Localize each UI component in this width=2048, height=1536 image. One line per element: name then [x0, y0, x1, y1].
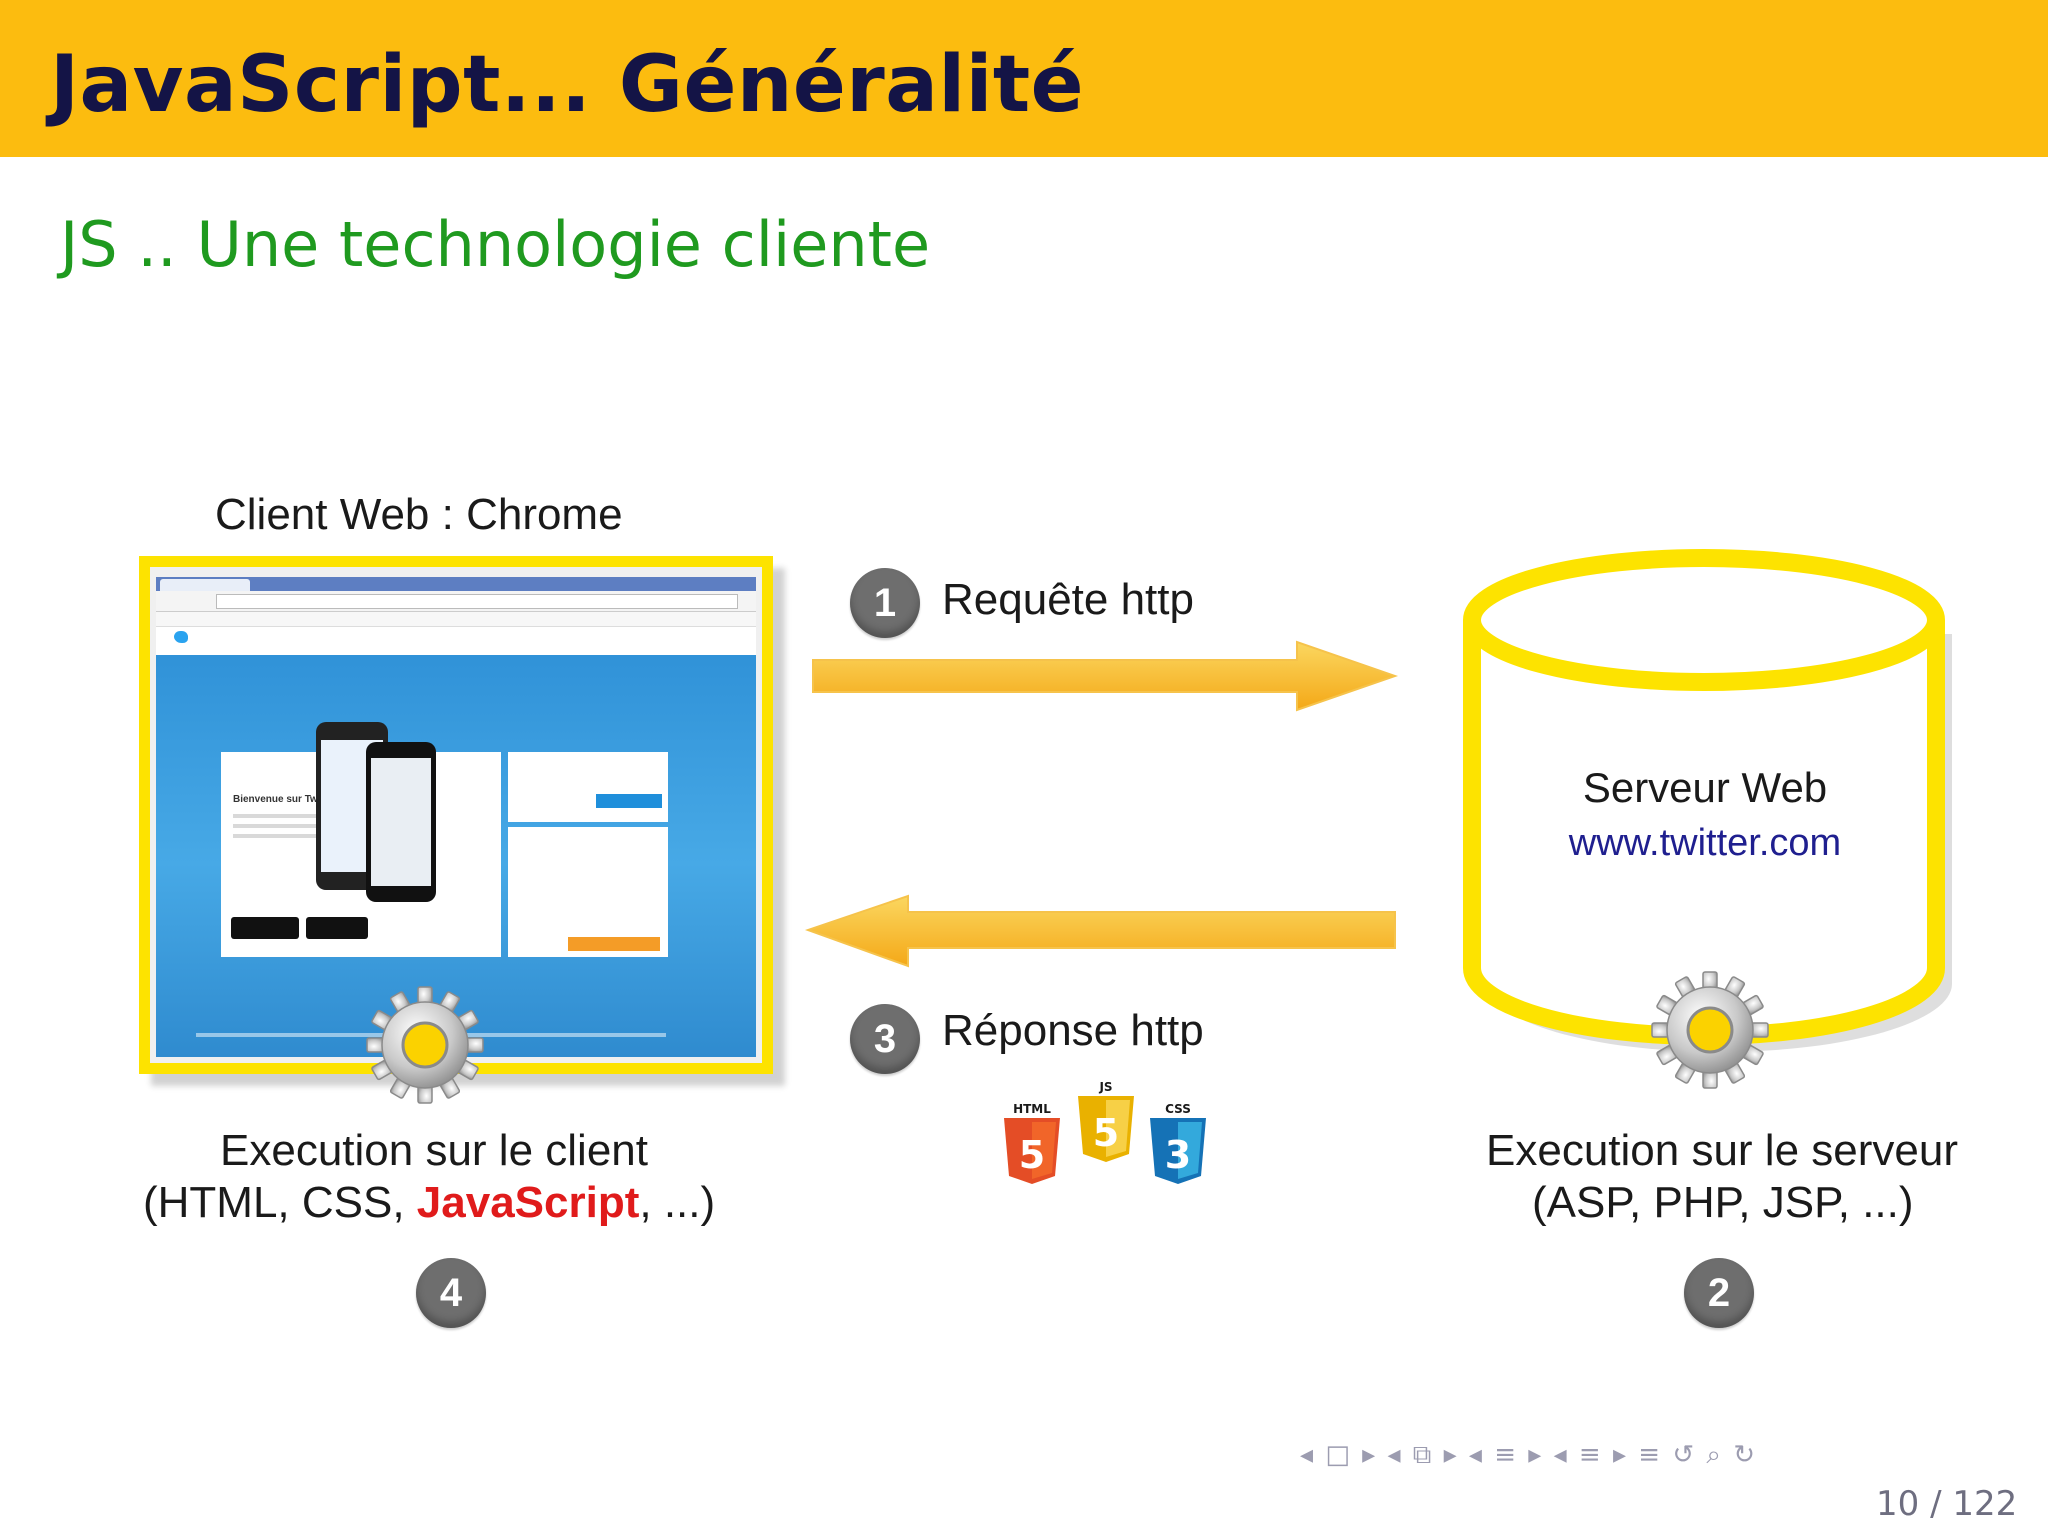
- text-line: [233, 814, 333, 818]
- client-execution-text: Execution sur le client: [220, 1126, 648, 1175]
- browser-tab-bar: [156, 577, 756, 591]
- twitter-welcome-text: Bienvenue sur Twitter.: [233, 794, 339, 805]
- step-1-badge: 1: [850, 568, 920, 638]
- twitter-page: Bienvenue sur Twitter.: [156, 627, 756, 1057]
- beamer-navigation-icons[interactable]: ◂ □ ▸ ◂ ⧉ ▸ ◂ ≡ ▸ ◂ ≡ ▸ ≡ ↺ ⌕ ↻: [1300, 1440, 1757, 1470]
- js-icon-label: JS: [1098, 1080, 1112, 1094]
- app-store-badge: [231, 917, 299, 939]
- server-title: Serveur Web: [1582, 764, 1828, 811]
- server-execution-text: Execution sur le serveur: [1486, 1126, 1958, 1175]
- client-tech-prefix: (HTML, CSS,: [143, 1178, 417, 1227]
- twitter-bird-icon: [174, 631, 188, 643]
- css3-icon-label: CSS: [1165, 1102, 1191, 1116]
- response-arrow: [804, 894, 1396, 968]
- phone-image: [366, 742, 436, 902]
- html5-icon-label: HTML: [1013, 1102, 1051, 1116]
- html5-icon-number: 5: [1019, 1133, 1045, 1177]
- browser-address-bar: [156, 591, 756, 612]
- twitter-login-button: [596, 794, 662, 808]
- google-play-badge: [306, 917, 368, 939]
- server-technologies-text: (ASP, PHP, JSP, ...): [1532, 1178, 1914, 1227]
- twitter-signup-button: [568, 937, 660, 951]
- browser-tab: [160, 579, 250, 591]
- client-label: Client Web : Chrome: [215, 490, 623, 539]
- tech-icons: HTML 5 JS 5 CSS 3: [1004, 1080, 1206, 1184]
- css3-icon: CSS 3: [1150, 1102, 1206, 1184]
- twitter-topbar: [156, 627, 756, 655]
- browser-screenshot: Bienvenue sur Twitter.: [139, 556, 773, 1074]
- client-technologies-text: (HTML, CSS, JavaScript, ...): [143, 1178, 715, 1228]
- server-cylinder: [1463, 549, 1952, 1052]
- response-label: Réponse http: [942, 1006, 1204, 1055]
- server-gear-icon: [1651, 971, 1769, 1089]
- step-4-badge: 4: [416, 1258, 486, 1328]
- twitter-signup-card: [508, 827, 668, 957]
- step-3-badge: 3: [850, 1004, 920, 1074]
- request-label: Requête http: [942, 575, 1194, 624]
- request-arrow: [812, 640, 1399, 712]
- client-gear-icon: [366, 986, 484, 1104]
- slide-title: JavaScript... Généralité: [50, 40, 1085, 130]
- title-bar: JavaScript... Généralité: [0, 0, 2048, 157]
- step-2-badge: 2: [1684, 1258, 1754, 1328]
- javascript-highlight: JavaScript: [416, 1178, 640, 1227]
- js-icon: JS 5: [1078, 1080, 1134, 1162]
- css3-icon-number: 3: [1165, 1133, 1191, 1177]
- text-line: [233, 824, 329, 828]
- server-url: www.twitter.com: [1568, 822, 1842, 864]
- browser-url-box: [216, 594, 738, 609]
- html5-icon: HTML 5: [1004, 1102, 1060, 1184]
- twitter-login-card: [508, 752, 668, 822]
- browser-window: Bienvenue sur Twitter.: [156, 577, 756, 1057]
- page-number: 10 / 122: [1876, 1484, 2018, 1524]
- text-line: [233, 834, 323, 838]
- js-icon-number: 5: [1093, 1111, 1119, 1155]
- browser-bookmarks-bar: [156, 612, 756, 627]
- slide-subtitle: JS .. Une technologie cliente: [60, 208, 931, 281]
- client-tech-suffix: , ...): [639, 1178, 716, 1227]
